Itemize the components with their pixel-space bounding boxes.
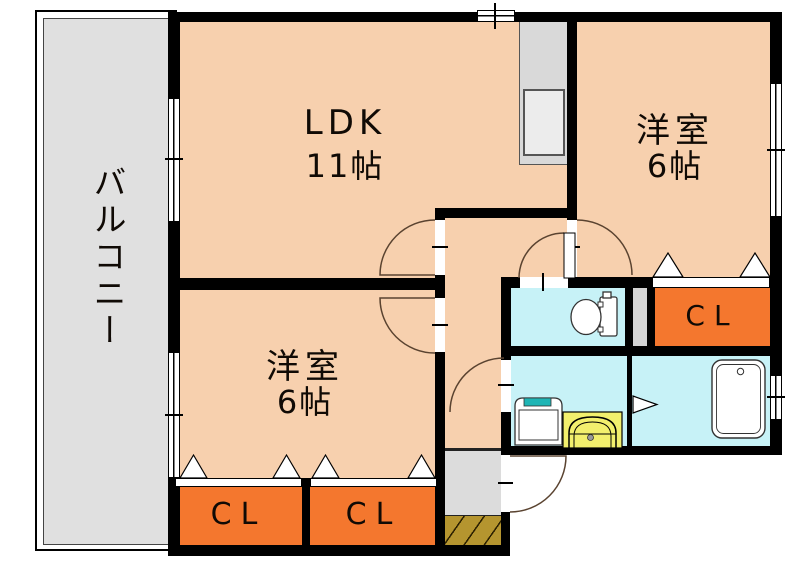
- room-ldk: [180, 22, 569, 278]
- wall-bottom: [168, 545, 510, 556]
- hallway: [445, 278, 501, 451]
- wall-toilet-washroom: [501, 346, 782, 356]
- wall-ldk-bedroom: [168, 278, 445, 290]
- closet-bottom-left-label: CL: [210, 497, 267, 532]
- wall-closet-divider: [302, 478, 310, 556]
- front-door-tick: [498, 482, 513, 484]
- bedroom-tr-door-tick: [564, 246, 580, 248]
- bathroom-window-tick: [767, 396, 785, 398]
- hall-genkan-divider: [445, 448, 501, 451]
- wall-top: [168, 12, 782, 22]
- wall-closet-tr-left: [647, 277, 655, 356]
- entrance-hall: [445, 451, 501, 515]
- kitchen-window-tick: [494, 3, 496, 29]
- toilet-door-tick: [542, 273, 544, 291]
- closet-top-right: [654, 288, 770, 346]
- closet-track-bottom-left: [175, 478, 302, 487]
- kitchen-sink: [523, 89, 565, 156]
- ldk-size: 11帖: [305, 147, 385, 185]
- pipe-space: [632, 286, 647, 346]
- balcony-floor: [43, 18, 169, 545]
- ldk-balcony-window-tick: [165, 158, 183, 160]
- bedroom-balcony-window-tick: [165, 414, 183, 416]
- wall-washroom-bath: [627, 356, 632, 446]
- wall-outer-washroom-bottom: [501, 446, 782, 455]
- wall-hall-vertical: [435, 208, 445, 548]
- closet-bottom-mid-label: CL: [345, 497, 402, 532]
- closet-top-right-label: CL: [685, 299, 739, 332]
- wall-ldk-hall: [435, 208, 568, 218]
- toilet-door-gap: [520, 277, 568, 288]
- bedroom-bottom-size: 6帖: [276, 383, 334, 421]
- bedroom-bottom-door-tick: [432, 324, 448, 326]
- closet-bottom-left: [175, 487, 302, 545]
- closet-track-bottom-mid: [310, 478, 437, 487]
- bedroom-bottom-label: 洋室: [266, 347, 344, 387]
- bedroom-tr-door-gap: [567, 220, 577, 277]
- genkan-tile: [445, 515, 501, 545]
- closet-track-top-right: [652, 277, 770, 288]
- kitchen-window: [477, 10, 515, 22]
- balcony-label: バルコニー: [88, 165, 127, 350]
- ldk-label: LDK: [303, 103, 387, 143]
- front-door-arc: [509, 455, 567, 513]
- bedroom-tr-window-tick: [767, 149, 785, 151]
- washroom: [511, 356, 627, 446]
- ldk-balcony-window: [168, 98, 180, 222]
- ldk-door-tick: [432, 246, 448, 248]
- closet-bottom-mid: [310, 487, 437, 545]
- bedroom-tr-label: 洋室: [636, 111, 714, 151]
- bedroom-tr-size: 6帖: [646, 147, 704, 185]
- bathroom: [632, 356, 770, 446]
- wall-mid-horizontal: [501, 277, 782, 288]
- toilet-room: [511, 288, 625, 346]
- wall-toilet-right: [625, 277, 633, 356]
- washroom-door-gap: [501, 360, 511, 412]
- wall-kitchen-bedroom: [567, 12, 577, 220]
- washroom-door-tick: [498, 384, 514, 386]
